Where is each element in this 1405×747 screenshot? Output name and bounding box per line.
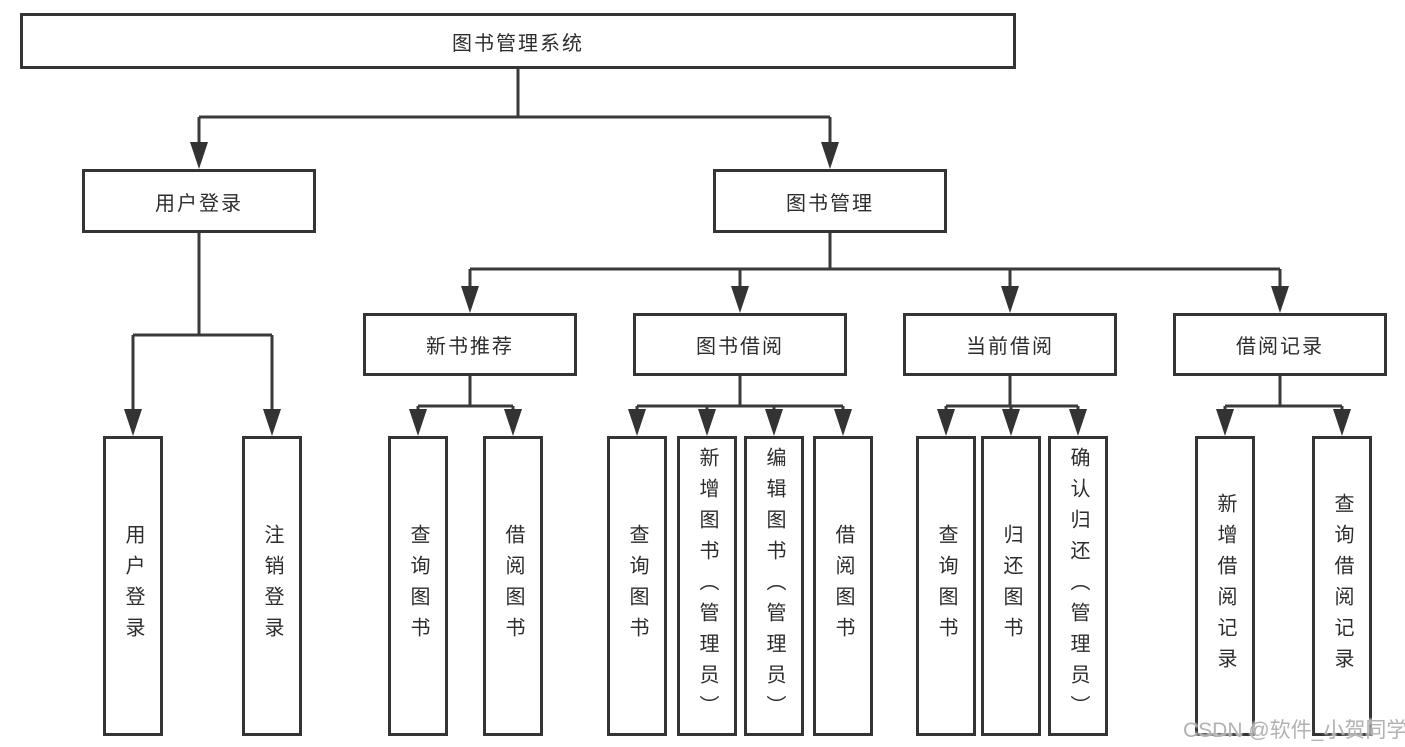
leaf-edit-book-admin: 编辑图书（管理员）	[744, 436, 804, 736]
node-label: 当前借阅	[966, 336, 1054, 358]
leaf-label: 用户登录	[122, 524, 144, 648]
node-label: 用户登录	[155, 192, 243, 215]
arrowheads	[124, 142, 1351, 436]
leaf-query-borrow-record: 查询借阅记录	[1312, 436, 1372, 736]
node-label: 图书管理	[786, 192, 874, 215]
leaf-label: 归还图书	[1000, 524, 1022, 648]
node-user-login: 用户登录	[82, 169, 316, 233]
leaf-label: 新增借阅记录	[1214, 493, 1236, 679]
leaf-label: 借阅图书	[502, 524, 524, 648]
node-label: 图书借阅	[696, 336, 784, 358]
leaf-borrow-books: 借阅图书	[813, 436, 873, 736]
leaf-label: 查询图书	[626, 524, 648, 648]
leaf-query-books: 查询图书	[607, 436, 667, 736]
leaf-label: 借阅图书	[832, 524, 854, 648]
leaf-label: 确认归还（管理员）	[1067, 446, 1089, 726]
node-book-borrowing: 图书借阅	[633, 313, 847, 376]
leaf-return-book: 归还图书	[981, 436, 1041, 736]
leaf-label: 查询借阅记录	[1331, 493, 1353, 679]
node-label: 新书推荐	[426, 336, 514, 358]
leaf-add-borrow-record: 新增借阅记录	[1195, 436, 1255, 736]
node-label: 借阅记录	[1236, 336, 1324, 358]
node-book-management: 图书管理	[713, 169, 947, 233]
leaf-label: 查询图书	[407, 524, 429, 648]
leaf-query-books: 查询图书	[916, 436, 976, 736]
leaf-label: 新增图书（管理员）	[696, 446, 718, 726]
leaf-label: 编辑图书（管理员）	[763, 446, 785, 726]
node-library-management-system: 图书管理系统	[20, 13, 1016, 69]
node-current-borrowing: 当前借阅	[903, 313, 1117, 376]
leaf-label: 查询图书	[935, 524, 957, 648]
leaf-label: 注销登录	[261, 524, 283, 648]
csdn-watermark: CSDN @软件_小贺同学	[1183, 719, 1405, 742]
leaf-logout: 注销登录	[242, 436, 302, 736]
node-label: 图书管理系统	[452, 32, 584, 55]
leaf-add-book-admin: 新增图书（管理员）	[677, 436, 737, 736]
leaf-query-books: 查询图书	[388, 436, 448, 736]
leaf-borrow-books: 借阅图书	[483, 436, 543, 736]
leaf-confirm-return-admin: 确认归还（管理员）	[1048, 436, 1108, 736]
node-new-book-recommend: 新书推荐	[363, 313, 577, 376]
leaf-user-login: 用户登录	[103, 436, 163, 736]
node-borrowing-records: 借阅记录	[1173, 313, 1387, 376]
